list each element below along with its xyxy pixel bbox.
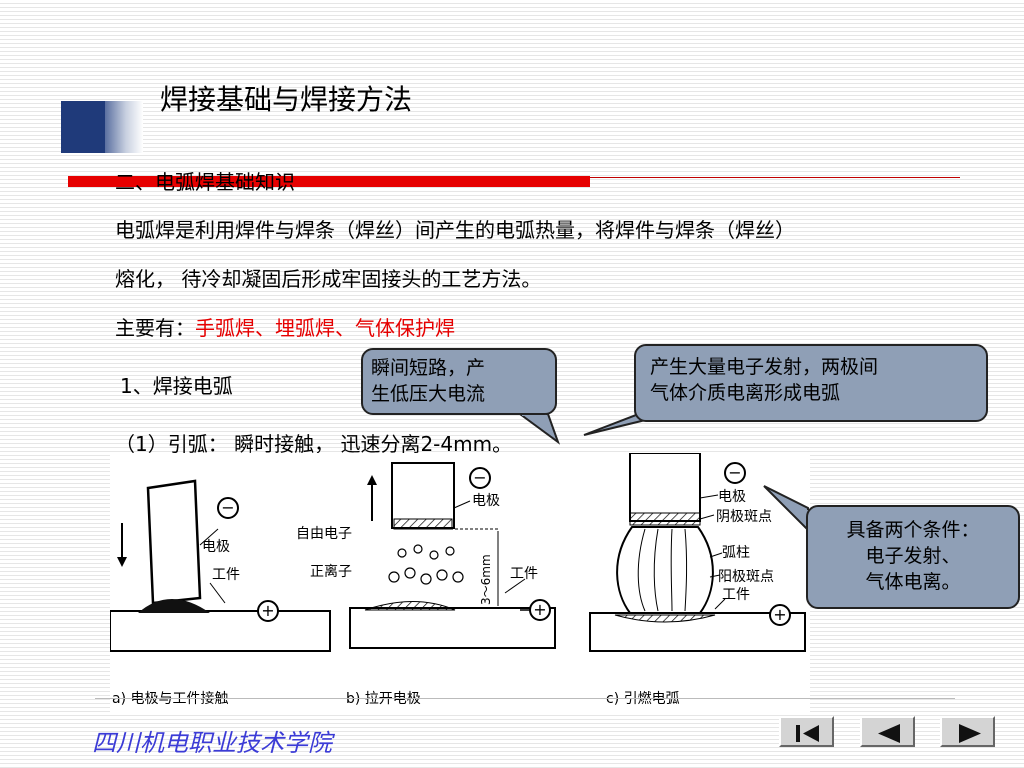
panel-c-electrode-leader	[699, 494, 719, 499]
panel-b-caption: b) 拉开电极	[346, 691, 421, 707]
panel-b-molten-zone	[364, 601, 456, 611]
panel-b-minus-terminal	[469, 467, 491, 489]
panel-c-cathode-spot	[629, 512, 701, 526]
panel-a-electrode-leader	[199, 528, 219, 546]
panel-a-plus-sign: +	[261, 601, 274, 620]
nav-next-button[interactable]	[940, 716, 995, 747]
methods-line: 主要有：手弧焊、埋弧焊、气体保护焊	[115, 312, 455, 341]
callout-3-line-1: 具备两个条件：	[846, 519, 980, 541]
panel-b-free-electron-label: 自由电子	[296, 526, 352, 542]
panel-c: − 电极 阴极斑点 弧柱 阳极斑点 工件 + c) 引燃电弧	[589, 452, 806, 707]
panel-c-workpiece-leader	[714, 598, 726, 610]
panel-a-weld-pool	[138, 599, 210, 613]
panel-b-electrode	[391, 462, 455, 529]
panel-b-positive-ion-label: 正离子	[310, 563, 352, 580]
callout-electron-emission: 产生大量电子发射，两极间 气体介质电离形成电弧	[634, 344, 988, 422]
panel-c-plus-sign: +	[773, 605, 786, 624]
panel-a-electrode	[146, 479, 202, 605]
triangle-right-icon	[959, 724, 981, 743]
footer-institution: 四川机电职业技术学院	[92, 729, 332, 757]
callout-1-line-1: 瞬间短路，产	[371, 357, 486, 379]
panel-b-workpiece-leader	[504, 578, 526, 594]
definition-line-1: 电弧焊是利用焊件与焊条（焊丝）间产生的电弧热量，将焊件与焊条（焊丝）	[115, 218, 795, 242]
arc-striking-line: （1）引弧： 瞬时接触， 迅速分离2-4mm。	[115, 432, 513, 456]
methods-list: 手弧焊、埋弧焊、气体保护焊	[195, 316, 455, 340]
panel-c-cathode-label: 阴极斑点	[716, 509, 772, 525]
panel-b-gap-label: 3～6mm	[479, 554, 493, 605]
callout-2-line-1: 产生大量电子发射，两极间	[650, 356, 879, 378]
title-decoration-gradient	[105, 101, 143, 153]
panel-c-anode-label: 阳极斑点	[718, 569, 774, 585]
panel-c-electrode	[629, 452, 701, 522]
panel-a-workpiece-label: 工件	[212, 567, 240, 583]
callout-3-line-2: 电子发射、	[865, 545, 961, 567]
panel-a-workpiece	[109, 610, 331, 652]
arc-striking-figure: − 电极 工件 + a) 电极与工件接触 − 电极 自由电子 正离子 3～6mm…	[109, 452, 810, 715]
panel-c-minus-terminal	[724, 462, 746, 484]
panel-c-anode-leader	[709, 574, 721, 578]
panel-c-workpiece-label: 工件	[722, 587, 750, 603]
triangle-left-icon	[878, 724, 900, 743]
title-decoration-block	[61, 101, 105, 153]
panel-b-up-arrow-head	[367, 475, 377, 485]
panel-c-plus-terminal	[769, 604, 791, 626]
methods-prefix: 主要有：	[115, 316, 195, 340]
callout-2-line-2: 气体介质电离形成电弧	[650, 382, 841, 404]
panel-a-electrode-label: 电极	[202, 539, 230, 555]
panel-c-arc-column	[616, 526, 714, 614]
panel-a-minus-terminal	[217, 497, 239, 519]
panel-b-workpiece	[349, 607, 556, 649]
callout-two-conditions: 具备两个条件： 电子发射、 气体电离。	[806, 505, 1020, 609]
title-underline-bar	[68, 176, 590, 187]
section-heading: 二、电弧焊基础知识	[115, 170, 295, 194]
panel-b-electrode-label: 电极	[472, 493, 500, 509]
arc-striking-diagram: − 电极 工件 + a) 电极与工件接触 − 电极 自由电子 正离子 3～6mm…	[109, 452, 806, 707]
definition-line-2: 熔化， 待冷却凝固后形成牢固接头的工艺方法。	[115, 267, 542, 291]
subheading-welding-arc: 1、焊接电弧	[120, 374, 233, 398]
panel-b-workpiece-label: 工件	[510, 566, 538, 582]
panel-c-cathode-leader	[699, 514, 715, 520]
panel-b-particles	[388, 544, 464, 585]
panel-b-electrode-tip	[393, 518, 453, 530]
panel-a-plus-terminal	[257, 600, 279, 622]
panel-a: − 电极 工件 + a) 电极与工件接触	[109, 479, 331, 707]
callout-3-line-3: 气体电离。	[865, 571, 961, 593]
footer-divider	[95, 698, 955, 699]
panel-a-minus-sign: −	[221, 498, 234, 517]
panel-a-down-arrow-head	[117, 557, 127, 567]
panel-b-minus-sign: −	[473, 468, 486, 487]
panel-c-electrode-label: 电极	[718, 489, 746, 505]
panel-c-anode-pool	[614, 614, 716, 623]
panel-c-arc-label: 弧柱	[722, 545, 750, 561]
skip-back-icon	[796, 725, 819, 742]
nav-first-button[interactable]	[779, 716, 834, 747]
slide-title: 焊接基础与焊接方法	[160, 83, 413, 116]
panel-c-minus-sign: −	[728, 463, 741, 482]
panel-a-workpiece-leader	[209, 582, 226, 604]
panel-b-plus-sign: +	[533, 600, 546, 619]
callout-short-circuit: 瞬间短路，产 生低压大电流	[361, 348, 557, 415]
panel-b: − 电极 自由电子 正离子 3～6mm 工件 + b) 拉开电极	[296, 462, 556, 707]
nav-previous-button[interactable]	[860, 716, 915, 747]
panel-b-electrode-leader	[453, 500, 471, 509]
title-underline-thin	[590, 177, 960, 178]
panel-c-arc-lines	[637, 528, 688, 612]
panel-b-plus-terminal	[529, 599, 551, 621]
panel-c-arc-leader	[709, 552, 723, 558]
callout-1-line-2: 生低压大电流	[371, 383, 486, 405]
